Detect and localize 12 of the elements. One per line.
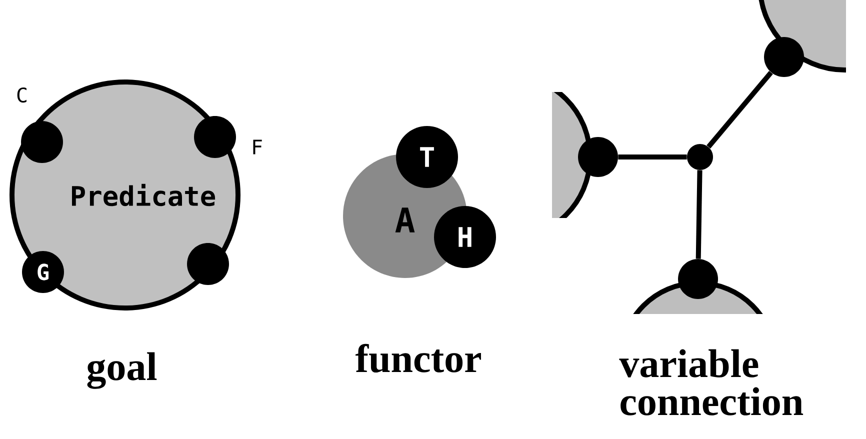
port-label: C — [17, 87, 26, 103]
port-dot — [764, 37, 804, 77]
caption: variable connection — [619, 349, 804, 416]
junction-dot — [687, 144, 713, 170]
caption: goal — [87, 352, 157, 389]
connector-line — [696, 170, 702, 259]
connector-line — [618, 154, 687, 160]
port-dot — [578, 137, 618, 177]
caption: functor — [356, 344, 481, 372]
port-dot — [678, 259, 718, 299]
port-label: F — [253, 140, 262, 154]
connector-line — [706, 70, 773, 148]
